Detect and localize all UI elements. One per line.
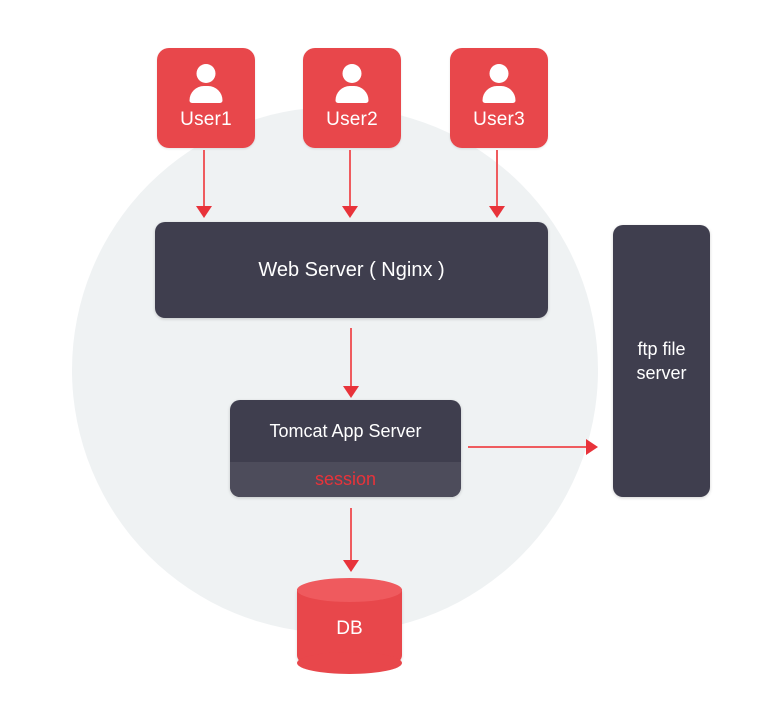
node-database-label: DB (336, 618, 363, 639)
arrow-user2-to-web-server (342, 150, 358, 218)
arrow-user3-to-web-server (489, 150, 505, 218)
user-icon (332, 62, 372, 104)
node-tomcat-session-label: session (230, 462, 461, 497)
node-user2-label: User2 (326, 109, 378, 130)
arrow-web-server-to-tomcat (343, 328, 359, 398)
user-icon (479, 62, 519, 104)
user-icon (186, 62, 226, 104)
node-database[interactable]: DB (297, 578, 402, 674)
node-ftp-file-server[interactable]: ftp file server (613, 225, 710, 497)
arrow-user1-to-web-server (196, 150, 212, 218)
node-tomcat-app-server[interactable]: Tomcat App Server session (230, 400, 461, 497)
arrow-tomcat-to-db (343, 508, 359, 572)
node-user1[interactable]: User1 (157, 48, 255, 148)
node-web-server-label: Web Server ( Nginx ) (258, 258, 445, 281)
background-circle (72, 107, 598, 633)
database-cylinder-top (297, 578, 402, 602)
node-ftp-label-line1: ftp file (637, 339, 686, 359)
node-user3-label: User3 (473, 109, 525, 130)
node-user3[interactable]: User3 (450, 48, 548, 148)
node-user1-label: User1 (180, 109, 232, 130)
node-ftp-label-line2: server (636, 363, 687, 383)
node-web-server[interactable]: Web Server ( Nginx ) (155, 222, 548, 318)
arrow-tomcat-to-ftp-server (468, 439, 598, 455)
node-user2[interactable]: User2 (303, 48, 401, 148)
node-tomcat-label: Tomcat App Server (269, 420, 422, 441)
